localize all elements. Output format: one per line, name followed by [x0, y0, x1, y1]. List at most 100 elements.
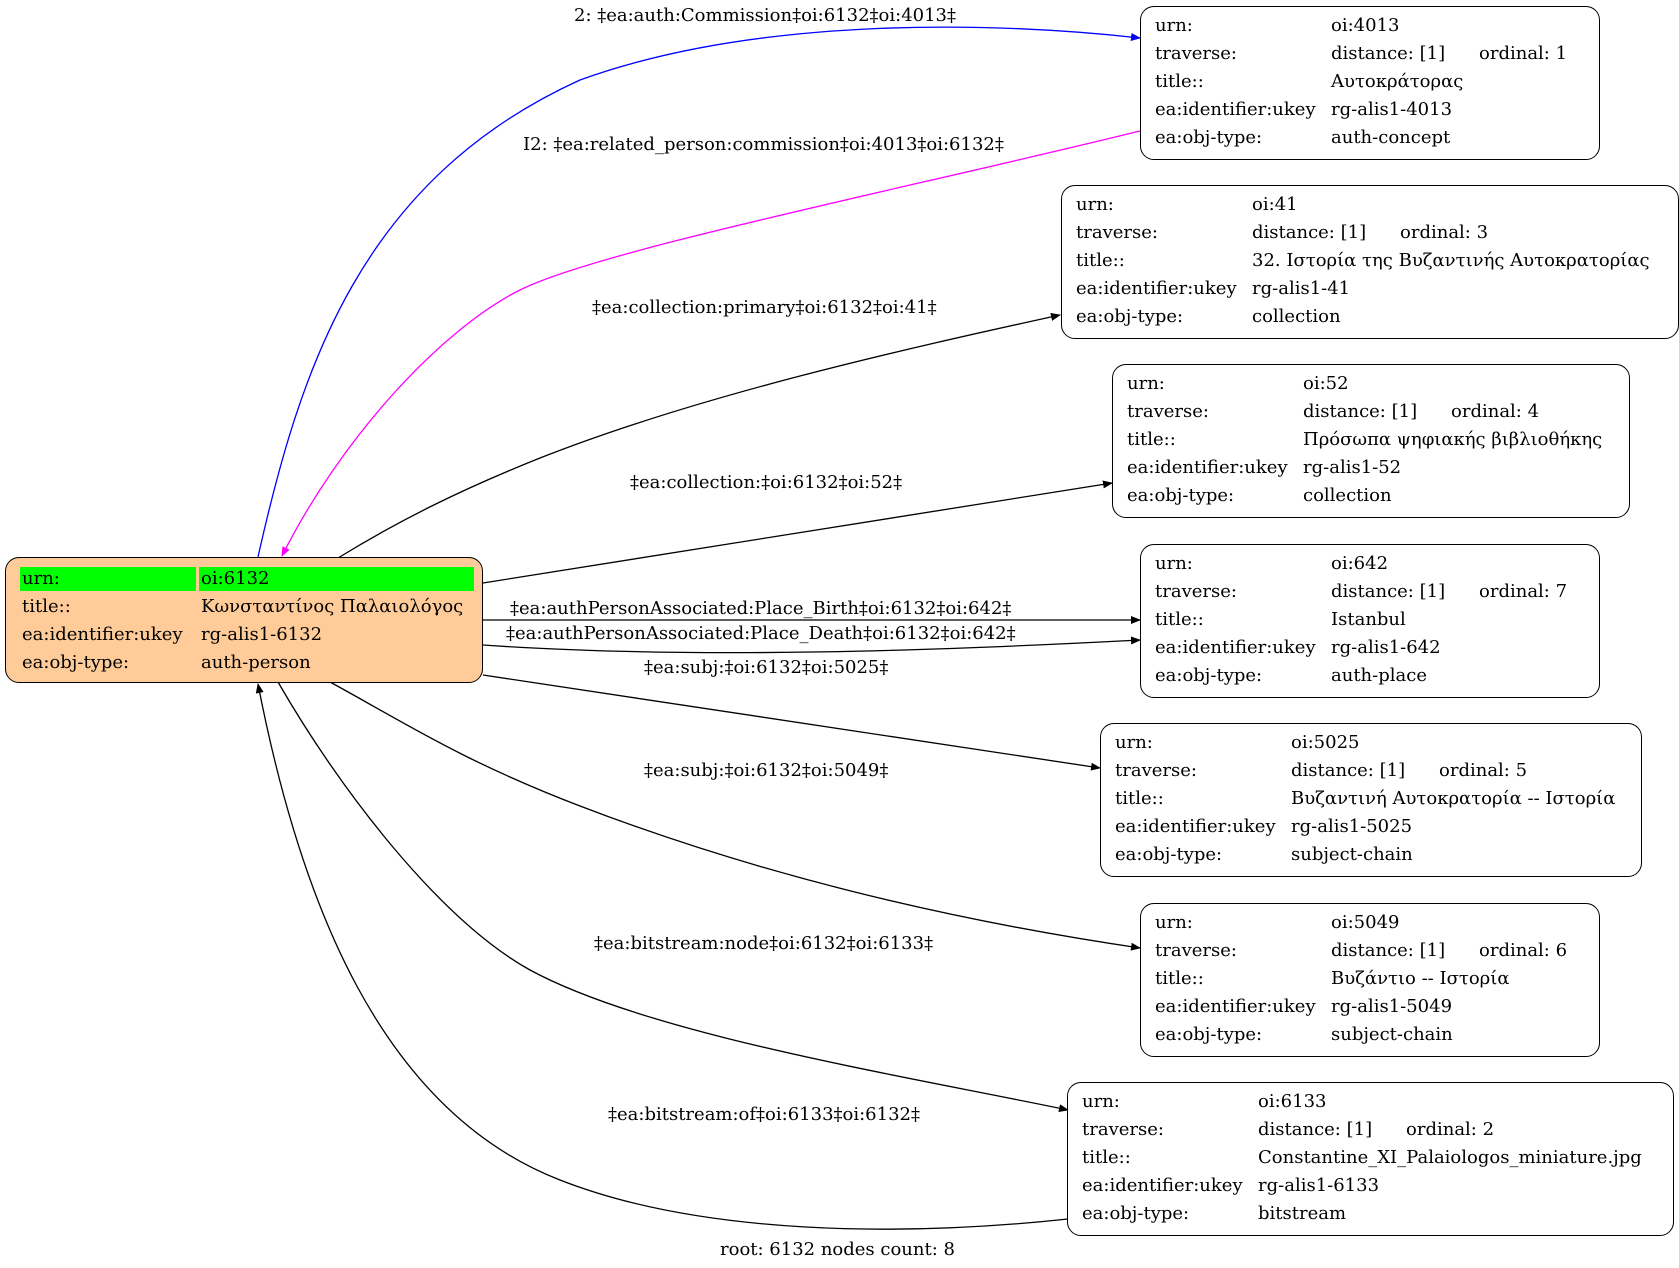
- root-title-value: Κωνσταντίνος Παλαιολόγος: [201, 596, 464, 617]
- root-ukey-key: ea:identifier:ukey: [22, 624, 183, 645]
- urn-value: oi:642: [1331, 553, 1389, 574]
- ukey-value: rg-alis1-5025: [1291, 816, 1413, 837]
- ordinal-value: ordinal: 3: [1400, 222, 1489, 243]
- ukey-value: rg-alis1-6133: [1258, 1175, 1380, 1196]
- edge-label-bitstream-node: ‡ea:bitstream:node‡oi:6132‡oi:6133‡: [594, 933, 934, 954]
- urn-value: oi:6133: [1258, 1091, 1327, 1112]
- edge-subj-5025[interactable]: [482, 674, 1101, 771]
- edge-collection[interactable]: [482, 480, 1113, 584]
- edge-label-place-death: ‡ea:authPersonAssociated:Place_Death‡oi:…: [506, 623, 1016, 644]
- traverse-key: traverse:: [1076, 222, 1158, 243]
- urn-key: urn:: [1155, 15, 1193, 36]
- edge-collection-primary[interactable]: [337, 313, 1061, 559]
- ukey-key: ea:identifier:ukey: [1155, 637, 1316, 658]
- distance-value: distance: [1]: [1331, 940, 1446, 961]
- ukey-value: rg-alis1-642: [1331, 637, 1441, 658]
- root-node[interactable]: urn: oi:6132 title:: Κωνσταντίνος Παλαιο…: [5, 557, 483, 683]
- title-value: 32. Ιστορία της Βυζαντινής Αυτοκρατορίας: [1252, 250, 1650, 271]
- urn-key: urn:: [1076, 194, 1114, 215]
- node-oi-642[interactable]: urn:oi:642 traverse:distance: [1]ordinal…: [1140, 544, 1600, 698]
- traverse-key: traverse:: [1115, 760, 1197, 781]
- node-oi-4013[interactable]: urn: oi:4013 traverse: distance: [1] ordina…: [1140, 6, 1600, 160]
- title-key: title::: [1155, 71, 1204, 92]
- root-objtype-key: ea:obj-type:: [22, 652, 130, 673]
- objtype-value: auth-concept: [1331, 127, 1451, 148]
- urn-key: urn:: [1155, 553, 1193, 574]
- ukey-key: ea:identifier:ukey: [1076, 278, 1237, 299]
- title-key: title::: [1127, 429, 1176, 450]
- edge-label-place-birth: ‡ea:authPersonAssociated:Place_Birth‡oi:…: [510, 598, 1012, 619]
- title-value: Istanbul: [1331, 609, 1406, 630]
- ukey-key: ea:identifier:ukey: [1127, 457, 1288, 478]
- urn-highlight-value: [199, 567, 474, 591]
- node-oi-5025[interactable]: urn:oi:5025 traverse:distance: [1]ordina…: [1100, 723, 1642, 877]
- traverse-key: traverse:: [1155, 940, 1237, 961]
- ukey-key: ea:identifier:ukey: [1115, 816, 1276, 837]
- edge-label-related-person: I2: ‡ea:related_person:commission‡oi:401…: [523, 134, 1004, 155]
- edge-label-collection-primary: ‡ea:collection:primary‡oi:6132‡oi:41‡: [592, 297, 937, 318]
- edge-label-subj-5049: ‡ea:subj:‡oi:6132‡oi:5049‡: [644, 760, 889, 781]
- ordinal-value: ordinal: 5: [1439, 760, 1528, 781]
- edge-bitstream-node[interactable]: [277, 681, 1069, 1113]
- root-ukey-value: rg-alis1-6132: [201, 624, 323, 645]
- ukey-value: rg-alis1-52: [1303, 457, 1402, 478]
- root-objtype-value: auth-person: [201, 652, 311, 673]
- objtype-key: ea:obj-type:: [1155, 1024, 1263, 1045]
- ukey-value: rg-alis1-41: [1252, 278, 1351, 299]
- node-oi-5049[interactable]: urn:oi:5049 traverse:distance: [1]ordina…: [1140, 903, 1600, 1057]
- node-oi-6133[interactable]: urn:oi:6133 traverse:distance: [1]ordina…: [1067, 1082, 1674, 1236]
- distance-value: distance: [1]: [1291, 760, 1406, 781]
- edge-place-death[interactable]: [482, 636, 1141, 654]
- urn-key: urn:: [1127, 373, 1165, 394]
- urn-value: oi:41: [1252, 194, 1298, 215]
- title-value: Constantine_XI_Palaiologos_miniature.jpg: [1258, 1147, 1642, 1168]
- objtype-value: bitstream: [1258, 1203, 1347, 1224]
- urn-value: oi:4013: [1331, 15, 1400, 36]
- edge-bitstream-of[interactable]: [255, 683, 1069, 1230]
- edge-subj-5049[interactable]: [329, 681, 1141, 951]
- objtype-key: ea:obj-type:: [1082, 1203, 1190, 1224]
- ordinal-value: ordinal: 1: [1479, 43, 1568, 64]
- urn-value: oi:52: [1303, 373, 1349, 394]
- objtype-key: ea:obj-type:: [1127, 485, 1235, 506]
- objtype-key: ea:obj-type:: [1076, 306, 1184, 327]
- ukey-key: ea:identifier:ukey: [1155, 996, 1316, 1017]
- root-urn-key: urn:: [22, 568, 60, 589]
- ordinal-value: ordinal: 6: [1479, 940, 1568, 961]
- urn-highlight-key: [20, 567, 196, 591]
- urn-value: oi:5025: [1291, 732, 1360, 753]
- node-oi-41[interactable]: urn: oi:41 traverse: distance: [1] ordinal:…: [1061, 185, 1679, 339]
- title-value: Αυτοκράτορας: [1331, 71, 1464, 92]
- objtype-key: ea:obj-type:: [1115, 844, 1223, 865]
- title-key: title::: [1082, 1147, 1131, 1168]
- node-oi-52[interactable]: urn: oi:52 traverse: distance: [1] ordinal:…: [1112, 364, 1630, 518]
- traverse-key: traverse:: [1127, 401, 1209, 422]
- ukey-key: ea:identifier:ukey: [1082, 1175, 1243, 1196]
- objtype-value: subject-chain: [1331, 1024, 1453, 1045]
- title-key: title::: [1155, 968, 1204, 989]
- urn-key: urn:: [1082, 1091, 1120, 1112]
- ordinal-value: ordinal: 4: [1451, 401, 1540, 422]
- distance-value: distance: [1]: [1303, 401, 1418, 422]
- edge-label-subj-5025: ‡ea:subj:‡oi:6132‡oi:5025‡: [644, 657, 889, 678]
- ukey-value: rg-alis1-4013: [1331, 99, 1453, 120]
- ukey-value: rg-alis1-5049: [1331, 996, 1453, 1017]
- traverse-key: traverse:: [1155, 43, 1237, 64]
- ordinal-value: ordinal: 7: [1479, 581, 1568, 602]
- edge-auth-commission[interactable]: [257, 26, 1141, 558]
- graph-footer: root: 6132 nodes count: 8: [720, 1239, 955, 1260]
- distance-value: distance: [1]: [1331, 43, 1446, 64]
- edge-label-collection: ‡ea:collection:‡oi:6132‡oi:52‡: [630, 472, 903, 493]
- traverse-key: traverse:: [1082, 1119, 1164, 1140]
- title-value: Βυζάντιο -- Ιστορία: [1331, 968, 1510, 989]
- title-key: title::: [1076, 250, 1125, 271]
- title-key: title::: [1155, 609, 1204, 630]
- edge-related-person-commission[interactable]: [281, 130, 1141, 557]
- distance-value: distance: [1]: [1252, 222, 1367, 243]
- traverse-key: traverse:: [1155, 581, 1237, 602]
- objtype-value: collection: [1252, 306, 1341, 327]
- distance-value: distance: [1]: [1258, 1119, 1373, 1140]
- edge-label-auth-commission: 2: ‡ea:auth:Commission‡oi:6132‡oi:4013‡: [574, 5, 956, 26]
- objtype-value: auth-place: [1331, 665, 1427, 686]
